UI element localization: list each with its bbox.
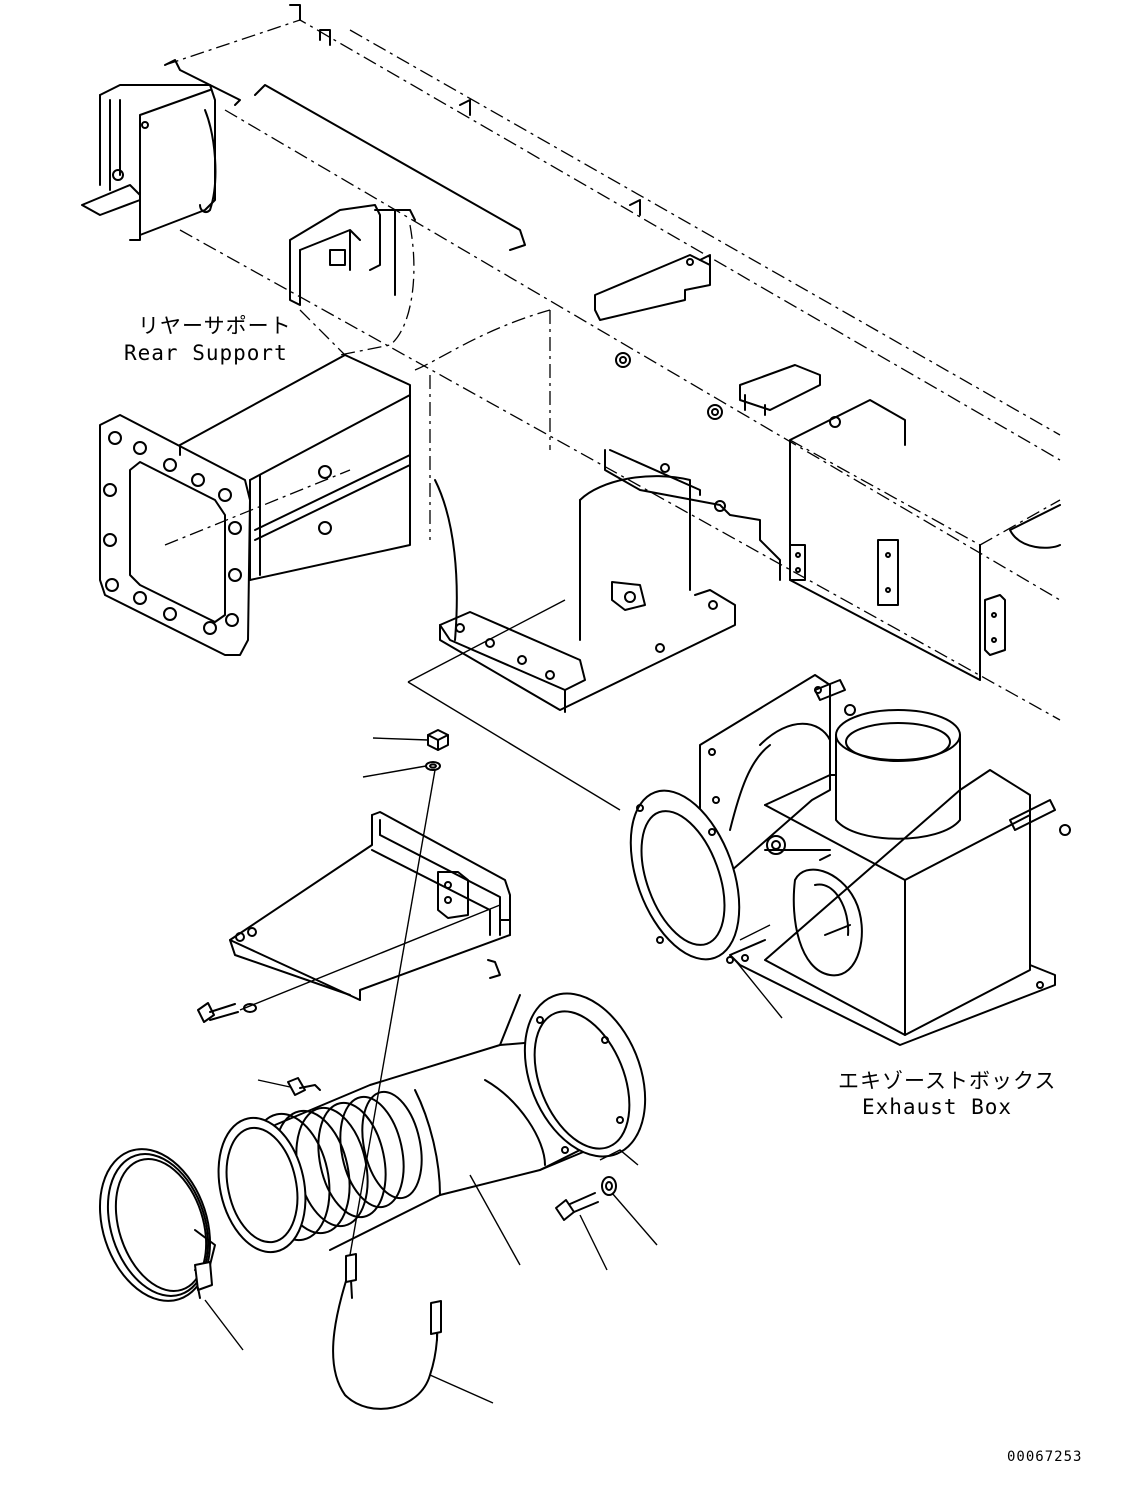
pipe-fitting [257, 1077, 321, 1096]
flex-pipe [217, 992, 647, 1266]
u-hanger [332, 769, 494, 1410]
washer-part [362, 761, 441, 778]
flange-washer [599, 1149, 658, 1246]
mounting-bracket [229, 811, 511, 1001]
band-clamp [98, 1148, 244, 1351]
rear-support-label: リヤーサポート Rear Support [124, 314, 292, 365]
rear-support-label-jp: リヤーサポート [138, 314, 292, 338]
exhaust-box [629, 674, 1071, 1046]
exhaust-box-label: エキゾーストボックス Exhaust Box [838, 1069, 1056, 1119]
flange-bolt [555, 1192, 608, 1271]
exhaust-box-label-en: Exhaust Box [862, 1095, 1012, 1119]
nut-part [372, 729, 449, 751]
drawing-number: 00067253 [1007, 1449, 1082, 1465]
rear-support-frame [81, 4, 1061, 811]
bolt-part [197, 904, 501, 1023]
rear-support-label-en: Rear Support [124, 341, 288, 365]
exhaust-box-label-jp: エキゾーストボックス [838, 1069, 1056, 1093]
